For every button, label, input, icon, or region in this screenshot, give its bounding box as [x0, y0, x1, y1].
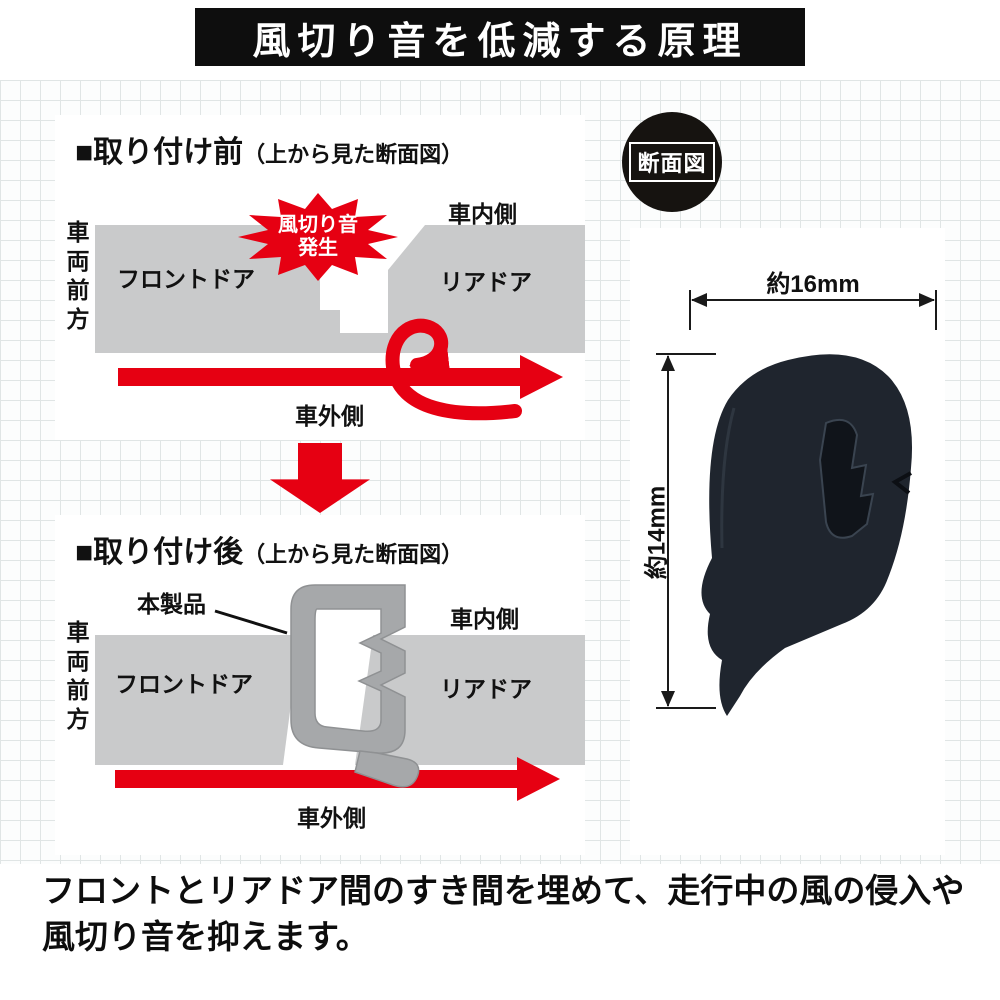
height-dimension-label: 約14mm — [643, 485, 671, 580]
seal-hook-shape — [354, 750, 420, 788]
after-diagram — [95, 584, 585, 801]
before-diagram — [95, 193, 585, 421]
before-interior-label: 車内側 — [448, 201, 517, 227]
front-door-shape — [95, 635, 300, 765]
footer-line2: 風切り音を抑えます。 — [42, 917, 369, 955]
cross-section-panel: 約16mm 約14mm — [630, 228, 945, 855]
footer-caption: フロントとリアドア間のすき間を埋めて、走行中の風の侵入や 風切り音を抑えます。 — [42, 868, 972, 959]
rear-door-shape — [355, 635, 585, 765]
before-exterior-label: 車外側 — [295, 403, 364, 429]
airflow-arrow-head — [517, 757, 560, 801]
after-front-door-label: フロントドア — [115, 671, 253, 697]
seal-product-shape — [290, 584, 406, 754]
before-vehicle-front-label: 車両前方 — [63, 220, 89, 336]
noise-burst-line2: 発生 — [298, 237, 338, 259]
airflow-arrow-head — [520, 355, 563, 399]
product-label: 本製品 — [137, 591, 206, 617]
rubber-seal-cavity — [818, 419, 875, 539]
after-interior-label: 車内側 — [450, 606, 519, 632]
before-heading-main: ■取り付け前 — [75, 136, 244, 169]
airflow-arrow-shaft — [118, 368, 520, 386]
after-exterior-label: 車外側 — [297, 805, 366, 831]
cross-section-badge-label: 断面図 — [629, 142, 715, 182]
cross-section-diagram — [656, 290, 937, 716]
rear-door-shape — [388, 225, 585, 353]
product-leader-line — [214, 609, 288, 635]
rubber-seal-highlight — [720, 407, 736, 549]
before-rear-door-label: リアドア — [440, 269, 532, 295]
before-heading: ■取り付け前（上から見た断面図） — [75, 127, 463, 171]
noise-burst-text: 風切り音 発生 — [248, 214, 388, 260]
page-title: 風切り音を低減する原理 — [252, 20, 748, 63]
after-rear-door-label: リアドア — [440, 676, 532, 702]
rubber-seal-notch — [891, 471, 912, 495]
wind-curl-arrow — [385, 318, 522, 421]
before-heading-sub: （上から見た断面図） — [243, 142, 464, 167]
after-install-panel: ■取り付け後（上から見た断面図） 車両前方 本製品 車内側 フロントドア リアド… — [55, 515, 585, 855]
after-vehicle-front-label: 車両前方 — [63, 620, 89, 736]
after-heading-sub: （上から見た断面図） — [243, 542, 464, 567]
before-install-panel: ■取り付け前（上から見た断面図） 車両前方 車内側 フロントドア リアドア 風切… — [55, 115, 585, 440]
airflow-arrow-shaft — [115, 770, 517, 788]
width-dimension-label: 約16mm — [766, 271, 860, 298]
cross-section-badge: 断面図 — [622, 112, 722, 212]
title-banner: 風切り音を低減する原理 — [195, 8, 805, 66]
after-heading: ■取り付け後（上から見た断面図） — [75, 527, 463, 571]
footer-line1: フロントとリアドア間のすき間を埋めて、走行中の風の侵入や — [42, 872, 965, 909]
before-front-door-label: フロントドア — [117, 266, 255, 292]
rubber-seal-photo-shape — [701, 354, 913, 716]
noise-burst-line1: 風切り音 — [278, 214, 358, 236]
noise-starburst — [238, 193, 398, 281]
after-heading-main: ■取り付け後 — [75, 536, 244, 569]
